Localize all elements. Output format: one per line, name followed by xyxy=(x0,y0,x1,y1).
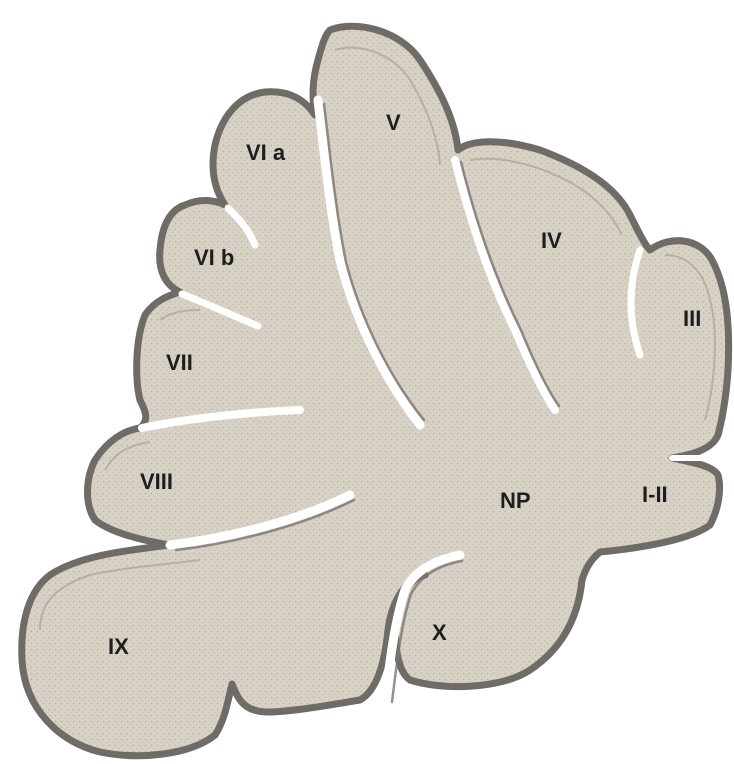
label-lobule-iv: IV xyxy=(541,230,562,252)
label-lobule-iii: III xyxy=(683,308,701,330)
label-lobule-v: V xyxy=(386,112,401,134)
label-lobule-vi-a: VI a xyxy=(246,142,285,164)
label-lobule-ix: IX xyxy=(108,636,129,658)
label-lobule-i-ii: I-II xyxy=(642,484,668,506)
label-nucleus-np: NP xyxy=(500,490,531,512)
label-lobule-vii: VII xyxy=(166,352,193,374)
label-lobule-viii: VIII xyxy=(140,471,173,493)
label-lobule-vi-b: VI b xyxy=(194,247,234,269)
label-lobule-x: X xyxy=(432,622,447,644)
